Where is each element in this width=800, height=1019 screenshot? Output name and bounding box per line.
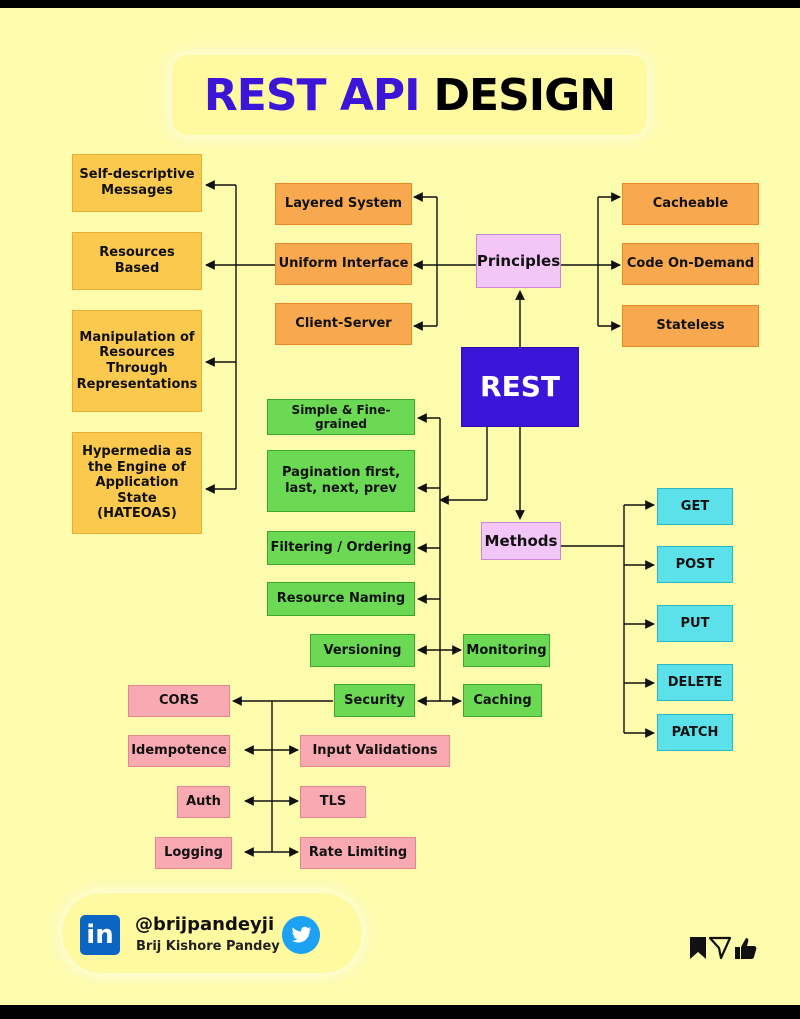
versioning-node: Versioning bbox=[310, 634, 415, 667]
simple-fine-grained-node: Simple & Fine-grained bbox=[267, 399, 415, 435]
top-border bbox=[0, 0, 800, 8]
like-icon[interactable] bbox=[735, 938, 757, 959]
self-descriptive-messages-node: Self-descriptive Messages bbox=[72, 154, 202, 212]
pagination-node: Pagination first, last, next, prev bbox=[267, 450, 415, 512]
resources-based-node: Resources Based bbox=[72, 232, 202, 290]
author-handle[interactable]: @brijpandeyji bbox=[135, 914, 275, 935]
client-server-node: Client-Server bbox=[275, 303, 412, 345]
post-actions bbox=[690, 936, 757, 960]
rate-limiting-node: Rate Limiting bbox=[300, 837, 416, 869]
delete-method-node: DELETE bbox=[657, 664, 733, 701]
get-method-node: GET bbox=[657, 488, 733, 525]
input-validations-node: Input Validations bbox=[300, 735, 450, 767]
cacheable-node: Cacheable bbox=[622, 183, 759, 225]
resource-naming-node: Resource Naming bbox=[267, 582, 415, 616]
title-part-1: REST API bbox=[203, 69, 421, 121]
author-name: Brij Kishore Pandey bbox=[136, 939, 280, 954]
page-title: REST API DESIGN bbox=[172, 55, 647, 135]
bottom-border bbox=[0, 1005, 800, 1019]
methods-node: Methods bbox=[481, 522, 561, 560]
post-method-node: POST bbox=[657, 546, 733, 583]
twitter-icon[interactable] bbox=[282, 916, 320, 954]
stateless-node: Stateless bbox=[622, 305, 759, 347]
put-method-node: PUT bbox=[657, 605, 733, 642]
code-on-demand-node: Code On-Demand bbox=[622, 243, 759, 285]
cors-node: CORS bbox=[128, 685, 230, 717]
title-part-2: DESIGN bbox=[433, 69, 617, 121]
auth-node: Auth bbox=[177, 786, 230, 818]
security-node: Security bbox=[334, 684, 415, 717]
bookmark-icon[interactable] bbox=[690, 937, 706, 959]
linkedin-icon[interactable]: in bbox=[80, 915, 120, 955]
layered-system-node: Layered System bbox=[275, 183, 412, 225]
caching-node: Caching bbox=[463, 684, 542, 717]
filtering-ordering-node: Filtering / Ordering bbox=[267, 531, 415, 565]
monitoring-node: Monitoring bbox=[463, 634, 550, 667]
logging-node: Logging bbox=[155, 837, 232, 869]
manipulation-of-resources-node: Manipulation of Resources Through Repres… bbox=[72, 310, 202, 412]
send-icon[interactable] bbox=[708, 936, 732, 960]
uniform-interface-node: Uniform Interface bbox=[275, 243, 412, 285]
patch-method-node: PATCH bbox=[657, 714, 733, 751]
rest-node: REST bbox=[461, 347, 579, 427]
principles-node: Principles bbox=[476, 234, 561, 288]
hateoas-node: Hypermedia as the Engine of Application … bbox=[72, 432, 202, 534]
idempotence-node: Idempotence bbox=[128, 735, 230, 767]
tls-node: TLS bbox=[300, 786, 366, 818]
